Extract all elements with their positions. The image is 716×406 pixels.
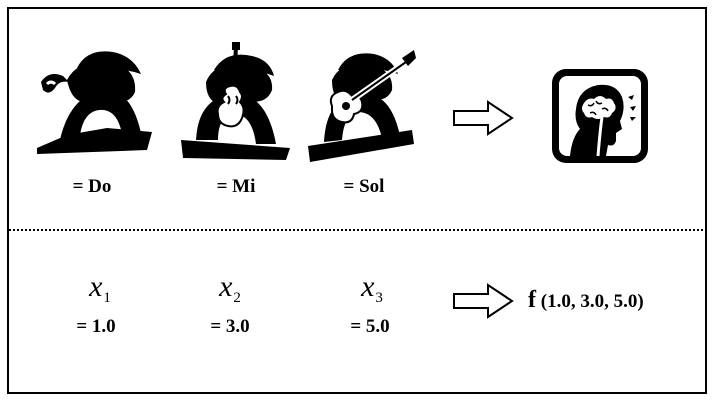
variable-subscript: 1	[103, 290, 111, 306]
value-x2: = 3.0	[210, 316, 250, 337]
brain-head-icon	[552, 69, 648, 163]
variable-x3: x3	[332, 270, 412, 306]
guitar-player-icon	[308, 50, 416, 162]
violin-player-icon	[181, 42, 290, 160]
section-divider	[9, 229, 707, 231]
saxophone-player-icon	[37, 51, 152, 154]
function-args: (1.0, 3.0, 5.0)	[540, 291, 644, 312]
value-x1: = 1.0	[76, 316, 116, 337]
caption-sol: = Sol	[343, 176, 385, 197]
arrow-right-icon	[453, 283, 514, 319]
variable-x1: x1	[60, 270, 140, 306]
caption-mi: = Mi	[216, 176, 256, 197]
variable-symbol: x	[361, 270, 375, 303]
value-x3: = 5.0	[350, 316, 390, 337]
function-name: f	[528, 287, 536, 313]
function-expression: f (1.0, 3.0, 5.0)	[528, 287, 644, 314]
variable-subscript: 2	[233, 290, 241, 306]
arrow-right-icon	[453, 100, 514, 136]
caption-do: = Do	[72, 176, 112, 197]
variable-subscript: 3	[375, 290, 383, 306]
variable-symbol: x	[219, 270, 233, 303]
figure-frame	[7, 7, 707, 394]
variable-symbol: x	[89, 270, 103, 303]
variable-x2: x2	[190, 270, 270, 306]
